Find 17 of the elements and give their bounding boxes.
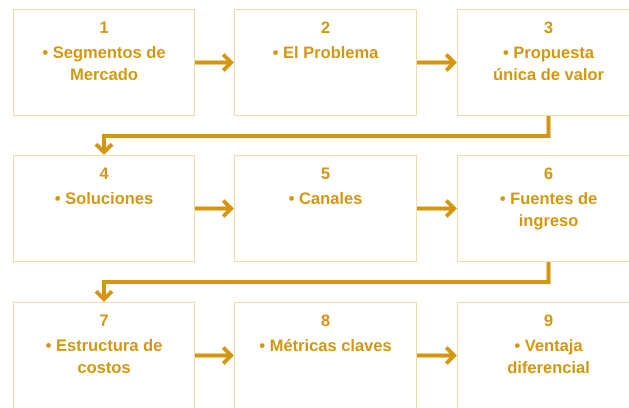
step-box: 9 • Ventaja diferencial — [457, 302, 629, 408]
arrow — [195, 53, 234, 72]
step-box: 6 • Fuentes de ingreso — [457, 155, 629, 262]
step-box: 2 • El Problema — [234, 9, 417, 116]
arrow — [417, 53, 457, 72]
arrow — [417, 346, 457, 365]
step-box: 7 • Estructura de costos — [13, 302, 195, 408]
step-box: 3 • Propuesta única de valor — [457, 9, 629, 116]
arrow — [94, 262, 550, 302]
arrow — [417, 199, 457, 218]
step-box: 8 • Métricas claves — [234, 302, 417, 408]
arrow — [94, 116, 550, 155]
arrow — [195, 199, 234, 218]
arrow — [195, 346, 234, 365]
step-box: 5 • Canales — [234, 155, 417, 262]
step-box: 1 • Segmentos de Mercado — [13, 9, 195, 116]
step-box: 4 • Soluciones — [13, 155, 195, 262]
